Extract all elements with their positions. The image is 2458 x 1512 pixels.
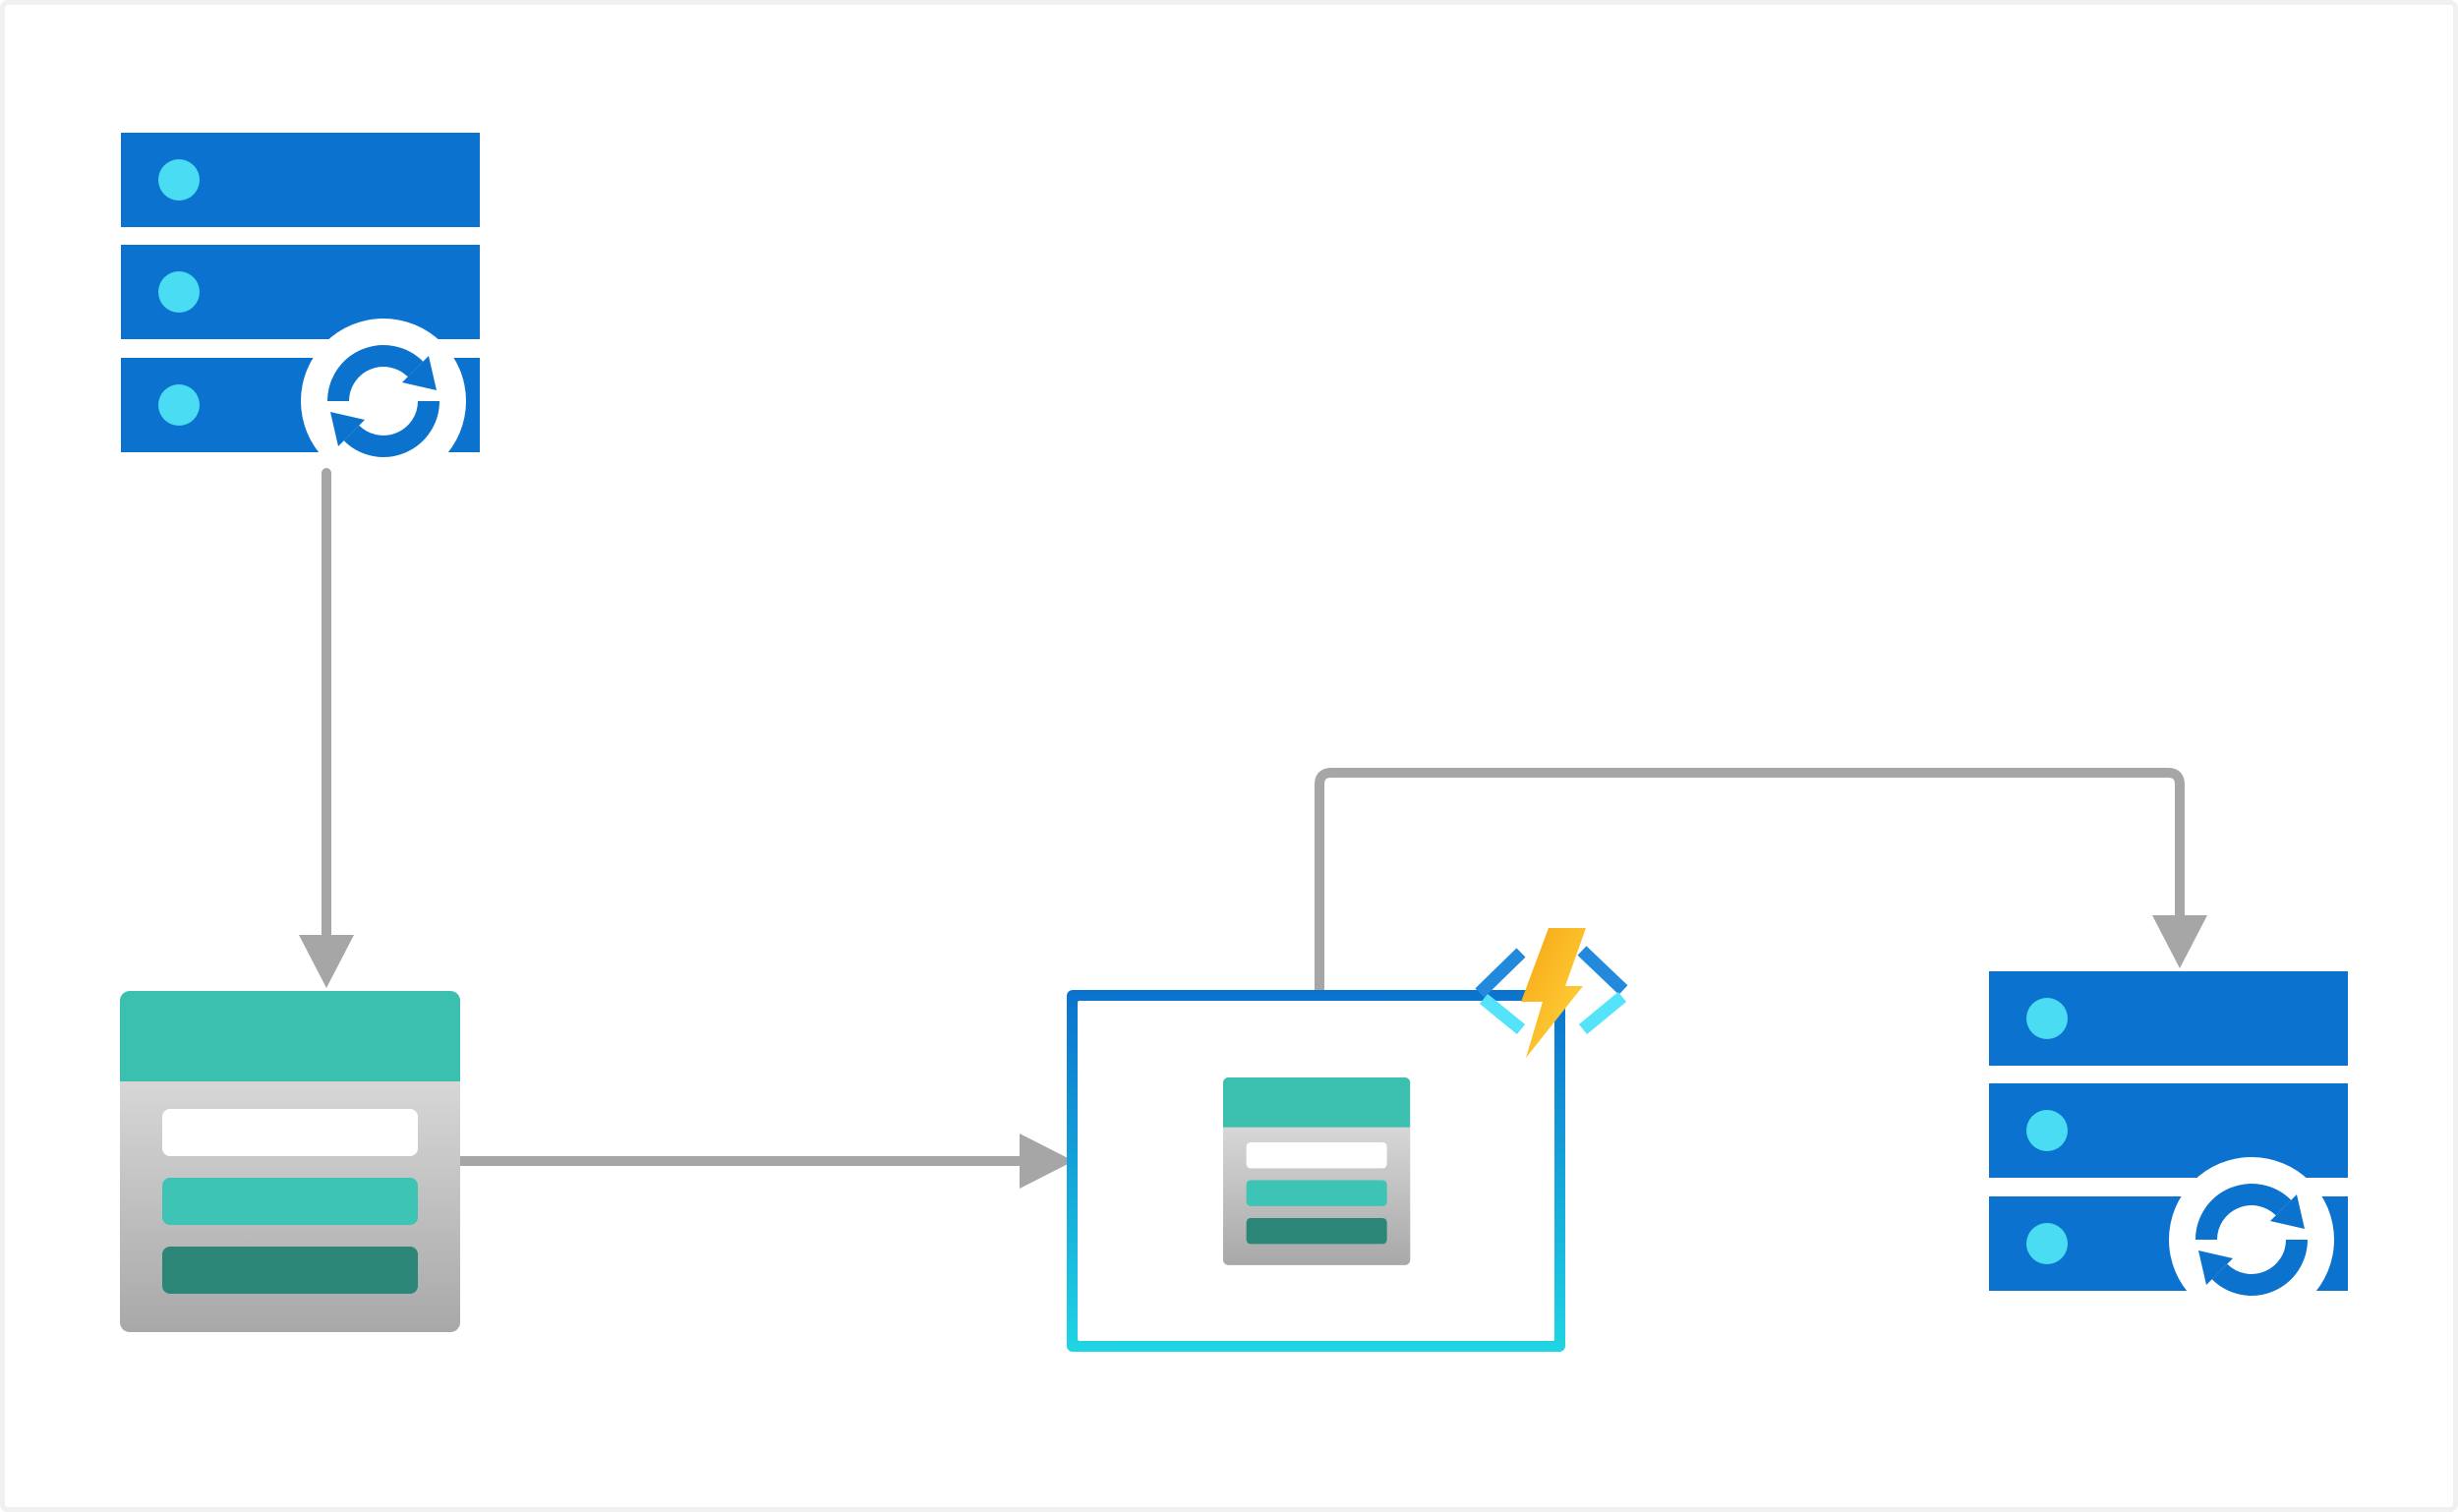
- server-led-icon: [2026, 1110, 2068, 1151]
- arrowhead-down-icon: [299, 935, 354, 988]
- arrowhead-right-icon: [1020, 1134, 1074, 1189]
- server-led-icon: [158, 271, 200, 313]
- function-box-inner: [1078, 1001, 1554, 1341]
- mini-table-wrapper: [1222, 1076, 1410, 1265]
- server-bar: [1989, 1083, 2348, 1178]
- bracket-left-top: [1475, 948, 1526, 998]
- sync-icon: [2169, 1157, 2334, 1322]
- server-led-icon: [2026, 998, 2068, 1039]
- mini-table-icon: [1222, 1076, 1410, 1265]
- node-target-database: [1989, 971, 2348, 1325]
- sync-icon: [301, 319, 466, 484]
- table-row: [1246, 1217, 1387, 1244]
- table-row: [162, 1109, 418, 1156]
- lightning-bolt-icon: [1521, 928, 1586, 1058]
- azure-functions-icon: [1475, 928, 1628, 1058]
- bracket-right-top: [1577, 946, 1628, 995]
- table-row: [162, 1247, 418, 1294]
- arrowhead-down-icon: [2152, 915, 2207, 968]
- node-function-app: [1067, 990, 1565, 1352]
- bracket-left-bottom: [1479, 993, 1526, 1035]
- bracket-right-bottom: [1578, 991, 1627, 1035]
- table-header: [1222, 1076, 1410, 1128]
- server-led-icon: [2026, 1223, 2068, 1264]
- table-row: [1246, 1180, 1387, 1206]
- table-row: [1246, 1141, 1387, 1168]
- server-bar: [1989, 971, 2348, 1066]
- server-led-icon: [158, 159, 200, 201]
- connector-function-to-target: [1315, 768, 2185, 993]
- server-bar: [121, 245, 480, 339]
- node-staging-table: [120, 991, 460, 1332]
- node-source-database: [121, 133, 480, 487]
- server-bar: [121, 133, 480, 227]
- table-header: [120, 991, 460, 1081]
- server-led-icon: [158, 384, 200, 426]
- table-row: [162, 1178, 418, 1225]
